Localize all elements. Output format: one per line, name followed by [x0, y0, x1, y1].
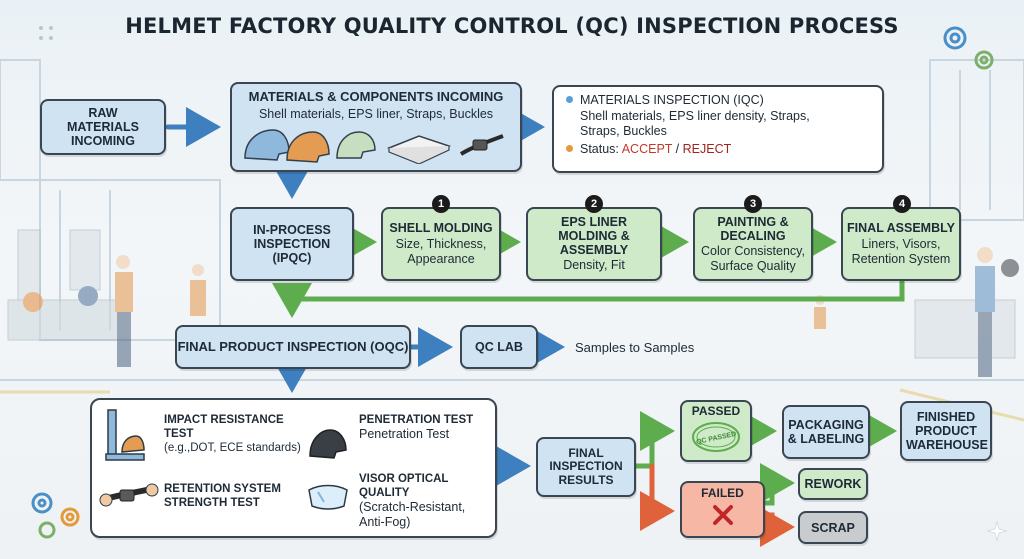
raw-materials-label: RAW MATERIALS INCOMING [67, 106, 139, 148]
raw-materials-box: RAW MATERIALS INCOMING [40, 99, 166, 155]
step-title: EPS LINER MOLDING & ASSEMBLY [558, 215, 630, 258]
step-description: Color Consistency, Surface Quality [701, 243, 805, 273]
orange-shell-icon [286, 131, 330, 164]
packaging-box: PACKAGING & LABELING [782, 405, 870, 459]
scrap-label: SCRAP [811, 520, 855, 535]
oqc-box: FINAL PRODUCT INSPECTION (OQC) [175, 325, 411, 369]
tests-box [90, 398, 497, 538]
gear-icon [943, 26, 967, 50]
failed-box: FAILED [680, 481, 765, 538]
packaging-label: PACKAGING & LABELING [787, 418, 865, 446]
final-results-box: FINAL INSPECTION RESULTS [536, 437, 636, 497]
blue-shell-icon [244, 129, 290, 162]
status-separator: / [672, 141, 683, 156]
test-title: PENETRATION TEST [359, 414, 474, 426]
visor-icon [308, 484, 348, 510]
passed-box: PASSED QC PASSED [680, 400, 752, 462]
eps-liner-icon [386, 135, 452, 165]
page-title: HELMET FACTORY QUALITY CONTROL (QC) INSP… [125, 14, 899, 38]
materials-incoming-title: MATERIALS & COMPONENTS INCOMING [248, 89, 504, 104]
passed-label: PASSED [691, 404, 741, 418]
step-title: FINAL ASSEMBLY [847, 221, 955, 236]
step-number-badge: 3 [744, 195, 762, 213]
test-title: RETENTION SYSTEM STRENGTH TEST [164, 483, 281, 510]
step-title: PAINTING & DECALING [717, 214, 789, 243]
reject-status: REJECT [682, 141, 732, 156]
test-description: (e.g.,DOT, ECE standards) [164, 442, 301, 455]
step-painting: PAINTING & DECALING Color Consistency, S… [693, 207, 813, 281]
samples-note: Samples to Samples [575, 340, 695, 355]
test-description: (Scratch-Resistant, Anti-Fog) [359, 500, 466, 530]
step-number-badge: 2 [585, 195, 603, 213]
blue-bullet-icon [566, 96, 573, 103]
oqc-label: FINAL PRODUCT INSPECTION (OQC) [177, 338, 409, 354]
impact-test-icon [105, 409, 145, 461]
strap-buckle-icon [459, 134, 504, 157]
qc-lab-label: QC LAB [475, 340, 523, 354]
orange-bullet-icon [566, 144, 573, 152]
test-description: Penetration Test [359, 427, 450, 442]
step-title: SHELL MOLDING [389, 221, 493, 236]
test-title: IMPACT RESISTANCE TEST [164, 414, 284, 441]
step-description: Size, Thickness, Appearance [395, 237, 487, 266]
materials-incoming-subtitle: Shell materials, EPS liner, Straps, Buck… [258, 106, 494, 121]
accept-status: ACCEPT [621, 141, 673, 156]
sparkle-icon [986, 520, 1008, 542]
rework-box: REWORK [798, 468, 868, 500]
iqc-box: MATERIALS INSPECTION (IQC) Shell materia… [552, 85, 884, 173]
qc-passed-stamp: QC PASSED [692, 422, 740, 453]
iqc-description: Shell materials, EPS liner density, Stra… [580, 109, 810, 138]
ipqc-label: IN-PROCESS INSPECTION (IPQC) [253, 223, 331, 265]
penetration-test-icon [309, 429, 347, 459]
step-final-assembly: FINAL ASSEMBLY Liners, Visors, Retention… [841, 207, 961, 281]
step-eps-liner: EPS LINER MOLDING & ASSEMBLY Density, Fi… [526, 207, 662, 281]
ipqc-box: IN-PROCESS INSPECTION (IPQC) [230, 207, 354, 281]
reject-x-icon [712, 505, 733, 526]
final-results-label: FINAL INSPECTION RESULTS [549, 445, 623, 487]
step-number-badge: 1 [432, 195, 450, 213]
qc-lab-box: QC LAB [460, 325, 538, 369]
warehouse-label: FINISHED PRODUCT WAREHOUSE [906, 410, 988, 452]
rework-label: REWORK [804, 477, 862, 491]
iqc-title: MATERIALS INSPECTION (IQC) [580, 93, 764, 107]
failed-label: FAILED [701, 486, 744, 500]
green-shell-icon [336, 131, 376, 160]
materials-incoming-box: MATERIALS & COMPONENTS INCOMING Shell ma… [230, 82, 522, 172]
warehouse-box: FINISHED PRODUCT WAREHOUSE [900, 401, 992, 461]
step-number-badge: 4 [893, 195, 911, 213]
scrap-box: SCRAP [798, 511, 868, 544]
test-title: VISOR OPTICAL QUALITY [359, 473, 449, 500]
strap-test-icon [99, 483, 159, 507]
iqc-status-label: Status: [580, 141, 619, 156]
step-shell-molding: SHELL MOLDING Size, Thickness, Appearanc… [381, 207, 501, 281]
step-description: Density, Fit [563, 258, 625, 273]
components-illustration [244, 129, 504, 165]
step-description: Liners, Visors, Retention System [851, 237, 951, 266]
